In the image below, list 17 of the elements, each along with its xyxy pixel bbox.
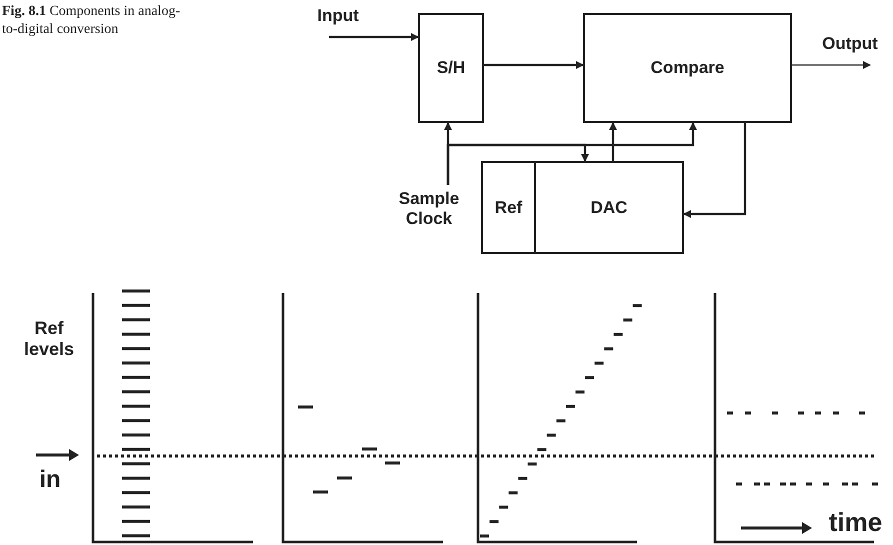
- block-box: Ref: [481, 161, 536, 254]
- axis-label: Ref levels: [22, 318, 76, 360]
- figure-caption: Fig. 8.1 Components in analog-to-digital conversion: [2, 3, 182, 38]
- block-box: DAC: [534, 161, 684, 254]
- arrow: [446, 122, 697, 185]
- axis-label: time: [828, 508, 884, 538]
- arrow: [329, 33, 419, 41]
- signal-label: Sample Clock: [386, 185, 472, 233]
- block-box: Compare: [583, 13, 792, 123]
- axis-label: in: [38, 466, 62, 494]
- arrow: [609, 122, 617, 161]
- arrow: [683, 123, 746, 218]
- arrow: [792, 61, 871, 69]
- signal-label: Output: [810, 32, 890, 56]
- signal-label: Input: [308, 4, 368, 28]
- arrow: [484, 61, 584, 69]
- block-box: S/H: [418, 13, 484, 123]
